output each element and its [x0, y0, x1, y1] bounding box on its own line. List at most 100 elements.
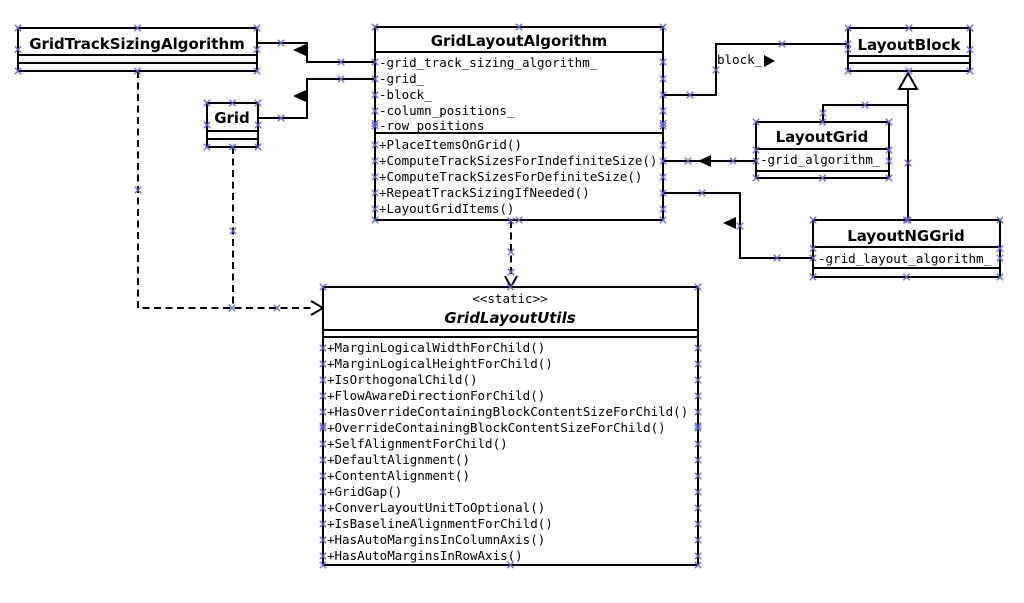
connection-handle-icon	[371, 91, 379, 99]
connection-handle-icon	[319, 536, 327, 544]
assoc-layoutnggrid-gridlayoutalgorithm[interactable]	[663, 192, 813, 259]
class-attribute: -grid_track_sizing_algorithm_	[379, 55, 598, 70]
connection-handle-icon	[659, 107, 667, 115]
connection-handle-icon	[371, 205, 379, 213]
class-gridlayoututils[interactable]: <<static>> GridLayoutUtils +MarginLogica…	[322, 286, 699, 566]
connection-handle-icon	[819, 109, 827, 117]
class-gridtracksizingalgorithm[interactable]: GridTrackSizingAlgorithm	[17, 27, 258, 72]
class-method: +MarginLogicalHeightForChild()	[327, 356, 553, 371]
connection-handle-icon	[659, 216, 667, 224]
connection-handle-icon	[14, 24, 22, 32]
class-method: +ConverLayoutUnitToOptional()	[327, 500, 545, 515]
class-grid[interactable]: Grid	[206, 102, 259, 148]
class-attribute: -grid_layout_algorithm_	[818, 251, 992, 266]
assoc-gridtracksizingalgorithm-gridlayoutalgorithm[interactable]	[257, 42, 375, 63]
connection-handle-icon	[996, 254, 1004, 262]
connection-handle-icon	[254, 121, 262, 129]
class-method: +RepeatTrackSizingIfNeeded()	[379, 185, 590, 200]
connection-handle-icon	[659, 119, 667, 128]
connection-handle-icon	[659, 189, 667, 197]
class-title: GridTrackSizingAlgorithm	[29, 35, 245, 53]
class-gridlayoutalgorithm[interactable]: GridLayoutAlgorithm -grid_track_sizing_a…	[374, 26, 664, 221]
connection-handle-icon	[844, 24, 852, 32]
dependency-arrow-down-icon	[504, 275, 518, 290]
connection-handle-icon	[134, 186, 142, 194]
class-title: GridLayoutAlgorithm	[431, 32, 608, 50]
connection-handle-icon	[996, 273, 1004, 281]
connection-handle-icon	[694, 456, 702, 464]
connection-handle-icon	[844, 40, 852, 48]
connection-handle-icon	[203, 99, 211, 107]
connection-handle-icon	[905, 24, 913, 32]
class-layoutnggrid[interactable]: LayoutNGGrid -grid_layout_algorithm_	[812, 219, 1001, 278]
connection-handle-icon	[319, 408, 327, 416]
connection-handle-icon	[273, 304, 281, 312]
connection-handle-icon	[337, 58, 345, 66]
association-label-block: block_	[717, 52, 763, 67]
class-method: +SelfAlignmentForChild()	[327, 436, 508, 451]
connection-handle-icon	[515, 23, 523, 31]
connection-handle-icon	[778, 40, 786, 48]
connection-handle-icon	[228, 99, 237, 107]
connection-handle-icon	[844, 67, 852, 75]
connection-handle-icon	[371, 58, 379, 66]
class-box[interactable]	[374, 26, 664, 221]
connection-handle-icon	[809, 254, 817, 262]
class-title: LayoutGrid	[776, 128, 869, 146]
connection-handle-icon	[507, 268, 515, 276]
connection-handle-icon	[694, 472, 702, 480]
connection-handle-icon	[506, 561, 515, 569]
generalization-triangle-icon	[897, 70, 919, 90]
connection-handle-icon	[203, 121, 211, 129]
class-layoutgrid[interactable]: LayoutGrid -grid_algorithm_	[755, 121, 890, 179]
dependency-gridtracksizingalgorithm-gridlayoututils[interactable]	[137, 71, 313, 309]
connection-handle-icon	[133, 24, 142, 32]
connection-handle-icon	[319, 344, 327, 352]
class-method: +IsBaselineAlignmentForChild()	[327, 516, 553, 531]
arrowhead-left-icon	[698, 155, 711, 167]
connection-handle-icon	[371, 23, 379, 31]
connection-handle-icon	[133, 67, 142, 75]
connection-handle-icon	[371, 189, 379, 197]
connection-handle-icon	[736, 222, 744, 230]
class-method: +PlaceItemsOnGrid()	[379, 137, 522, 152]
arrowhead-left-icon	[293, 44, 306, 56]
class-method: +OverrideContainingBlockContentSizeForCh…	[327, 420, 666, 435]
generalization-layoutgrid-layoutblock[interactable]	[822, 104, 908, 122]
class-method: +IsOrthogonalChild()	[327, 372, 478, 387]
connection-handle-icon	[371, 75, 379, 83]
connection-handle-icon	[515, 216, 523, 224]
connection-handle-icon	[818, 118, 827, 126]
connection-handles	[14, 23, 1004, 569]
connection-handle-icon	[254, 99, 262, 107]
connection-handle-icon	[319, 488, 327, 496]
connection-handle-icon	[773, 254, 781, 262]
connection-handle-icon	[694, 520, 702, 528]
connection-handle-icon	[694, 376, 702, 384]
dependency-arrow-right-icon	[310, 300, 325, 316]
connection-handle-icon	[752, 118, 760, 126]
class-attribute: -block_	[379, 87, 432, 102]
class-attribute: -grid_	[379, 71, 425, 86]
connection-handle-icon	[966, 45, 974, 54]
connection-handle-icon	[659, 205, 667, 213]
connection-handle-icon	[809, 216, 817, 224]
connection-handle-icon	[694, 360, 702, 368]
connection-handle-icon	[818, 174, 827, 182]
connection-handle-icon	[319, 440, 327, 448]
connection-handle-icon	[277, 114, 285, 122]
class-layoutblock[interactable]: LayoutBlock	[847, 27, 971, 72]
connection-handle-icon	[371, 157, 379, 165]
connection-handle-icon	[712, 66, 720, 74]
connection-handle-icon	[752, 157, 760, 165]
connection-handle-icon	[507, 217, 515, 225]
class-title: GridLayoutUtils	[444, 309, 575, 327]
connection-handle-icon	[698, 189, 706, 197]
connection-handle-icon	[319, 504, 327, 512]
connection-handle-icon	[885, 118, 893, 126]
class-method: +ComputeTrackSizesForDefiniteSize()	[379, 169, 642, 184]
assoc-grid-gridlayoutalgorithm[interactable]	[258, 78, 375, 119]
connection-handle-icon	[319, 283, 327, 291]
connection-handle-icon	[902, 273, 911, 281]
